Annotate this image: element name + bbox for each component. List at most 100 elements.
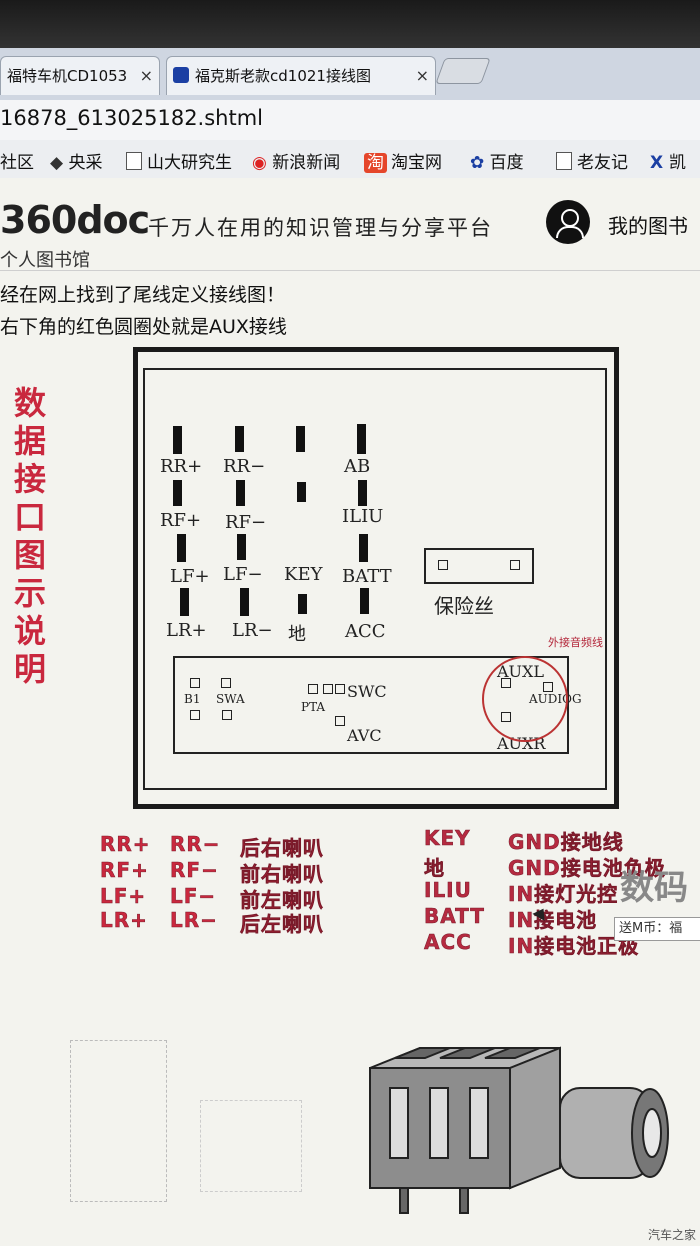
pin-label: KEY bbox=[284, 564, 323, 585]
bookmark-item[interactable]: X 凯 bbox=[650, 153, 687, 173]
divider bbox=[0, 270, 700, 271]
legend-pos: LR+ bbox=[100, 908, 148, 933]
bookmark-item[interactable]: 山大研究生 bbox=[126, 148, 232, 173]
url-text: 16878_613025182.shtml bbox=[0, 106, 264, 130]
bookmarks-bar: 社区 ◆ 央采 山大研究生 ◉ 新浪新闻 淘淘宝网 ✿ 百度 老友记 X 凯 bbox=[0, 140, 700, 179]
legend-pos: RR+ bbox=[100, 832, 151, 857]
page-icon bbox=[126, 152, 142, 170]
bookmark-label: 老友记 bbox=[577, 153, 628, 173]
address-bar[interactable]: 16878_613025182.shtml bbox=[0, 100, 700, 141]
legend-key: KEY bbox=[424, 826, 471, 851]
legend-desc: IN接灯光控 bbox=[508, 882, 619, 907]
legend-neg: LR− bbox=[170, 908, 218, 933]
legend-key: ILIU bbox=[424, 878, 472, 903]
legend-neg: LF− bbox=[170, 884, 217, 909]
new-tab-button[interactable] bbox=[435, 58, 491, 84]
pin-bar bbox=[297, 482, 306, 502]
legend-desc: 后右喇叭 bbox=[240, 836, 324, 861]
pin-label: ACC bbox=[345, 621, 386, 642]
contact bbox=[221, 678, 231, 688]
bookmark-label: 新浪新闻 bbox=[272, 153, 341, 173]
pin-bar bbox=[177, 534, 186, 562]
fuse-contact bbox=[510, 560, 520, 570]
title-char: 数 bbox=[13, 384, 46, 422]
pin-label: AVC bbox=[347, 726, 382, 745]
legend-key: ACC bbox=[424, 930, 472, 955]
pin-label: RF− bbox=[225, 512, 267, 533]
fuse-label: 保险丝 bbox=[434, 594, 494, 618]
avatar[interactable] bbox=[546, 200, 590, 244]
legend-pos: LF+ bbox=[100, 884, 147, 909]
title-char: 接 bbox=[13, 460, 46, 498]
close-icon[interactable]: × bbox=[139, 66, 153, 85]
title-char: 据 bbox=[13, 422, 46, 460]
bookmark-item[interactable]: ◆ 央采 bbox=[50, 153, 103, 173]
legend-desc: 前左喇叭 bbox=[240, 888, 324, 913]
bookmark-item[interactable]: ✿ 百度 bbox=[470, 153, 524, 173]
my-library-link[interactable]: 我的图书 bbox=[608, 214, 688, 238]
pin-bar bbox=[180, 588, 189, 616]
contact bbox=[222, 710, 232, 720]
pin-label: RR− bbox=[223, 456, 266, 477]
tab-ford-cd1053[interactable]: 福特车机CD1053 × bbox=[0, 56, 160, 95]
legend-key: 地 bbox=[424, 856, 445, 881]
pin-label: 地 bbox=[288, 624, 306, 645]
title-char: 示 bbox=[13, 574, 46, 612]
aux-connector-block bbox=[173, 656, 569, 754]
source-watermark: 汽车之家 bbox=[648, 1228, 697, 1242]
contact bbox=[190, 710, 200, 720]
legend-desc: 后左喇叭 bbox=[240, 912, 324, 937]
pin-bar bbox=[173, 426, 182, 454]
pin-label: AB bbox=[344, 456, 371, 477]
bookmark-label: 央采 bbox=[68, 153, 103, 173]
fuse-contact bbox=[438, 560, 448, 570]
pin-bar bbox=[240, 588, 249, 616]
legend-desc: 前右喇叭 bbox=[240, 862, 324, 887]
contact bbox=[335, 716, 345, 726]
aux-highlight-circle bbox=[482, 656, 568, 742]
faded-drawing bbox=[200, 1100, 302, 1192]
pin-bar bbox=[360, 588, 369, 614]
fuse-box bbox=[424, 548, 534, 584]
pin-label: SWA bbox=[216, 692, 245, 706]
bookmark-item[interactable]: 淘淘宝网 bbox=[364, 148, 442, 173]
paw-icon bbox=[173, 67, 189, 83]
title-char: 口 bbox=[13, 498, 46, 536]
legend-desc: GND接地线 bbox=[508, 830, 624, 855]
article-text: 经在网上找到了尾线定义接线图！ bbox=[0, 284, 286, 306]
pin-bar bbox=[357, 424, 366, 454]
page-icon bbox=[556, 152, 572, 170]
contact bbox=[190, 678, 200, 688]
tooltip: 送M币：福 bbox=[614, 917, 700, 941]
pin-label: RF+ bbox=[160, 510, 202, 531]
site-logo[interactable]: 360doc bbox=[0, 198, 150, 242]
tab-title: 福克斯老款cd1021接线图 bbox=[195, 67, 371, 85]
bookmark-item[interactable]: 老友记 bbox=[556, 148, 628, 173]
legend-neg: RR− bbox=[170, 832, 221, 857]
pin-label: RR+ bbox=[160, 456, 203, 477]
title-char: 说 bbox=[13, 612, 46, 650]
diagram-vertical-title: 数 据 接 口 图 示 说 明 bbox=[10, 384, 50, 688]
bookmark-label: 凯 bbox=[669, 153, 687, 173]
pin-label: B1 bbox=[184, 692, 201, 706]
pin-bar bbox=[359, 534, 368, 562]
bookmark-item[interactable]: 社区 bbox=[0, 148, 34, 173]
bookmark-item[interactable]: ◉ 新浪新闻 bbox=[252, 153, 341, 173]
title-char: 明 bbox=[13, 650, 46, 688]
tab-title: 福特车机CD1053 bbox=[7, 67, 128, 85]
legend-desc: GND接电池负极 bbox=[508, 856, 666, 881]
pin-label: LF+ bbox=[170, 566, 210, 587]
connector-diagram-inner bbox=[143, 368, 607, 790]
pin-bar bbox=[237, 534, 246, 560]
pin-label: LR− bbox=[232, 620, 273, 641]
pin-label: LF− bbox=[223, 564, 263, 585]
bookmark-label: 百度 bbox=[489, 153, 524, 173]
pin-label: ILIU bbox=[342, 506, 384, 527]
close-icon[interactable]: × bbox=[415, 66, 429, 85]
bookmark-label: 淘宝网 bbox=[391, 153, 442, 173]
pin-bar bbox=[235, 426, 244, 452]
bookmark-label: 社区 bbox=[0, 153, 34, 173]
title-char: 图 bbox=[13, 536, 46, 574]
tab-focus-cd1021[interactable]: 福克斯老款cd1021接线图 × bbox=[166, 56, 436, 95]
external-audio-note: 外接音频线 bbox=[548, 636, 603, 649]
